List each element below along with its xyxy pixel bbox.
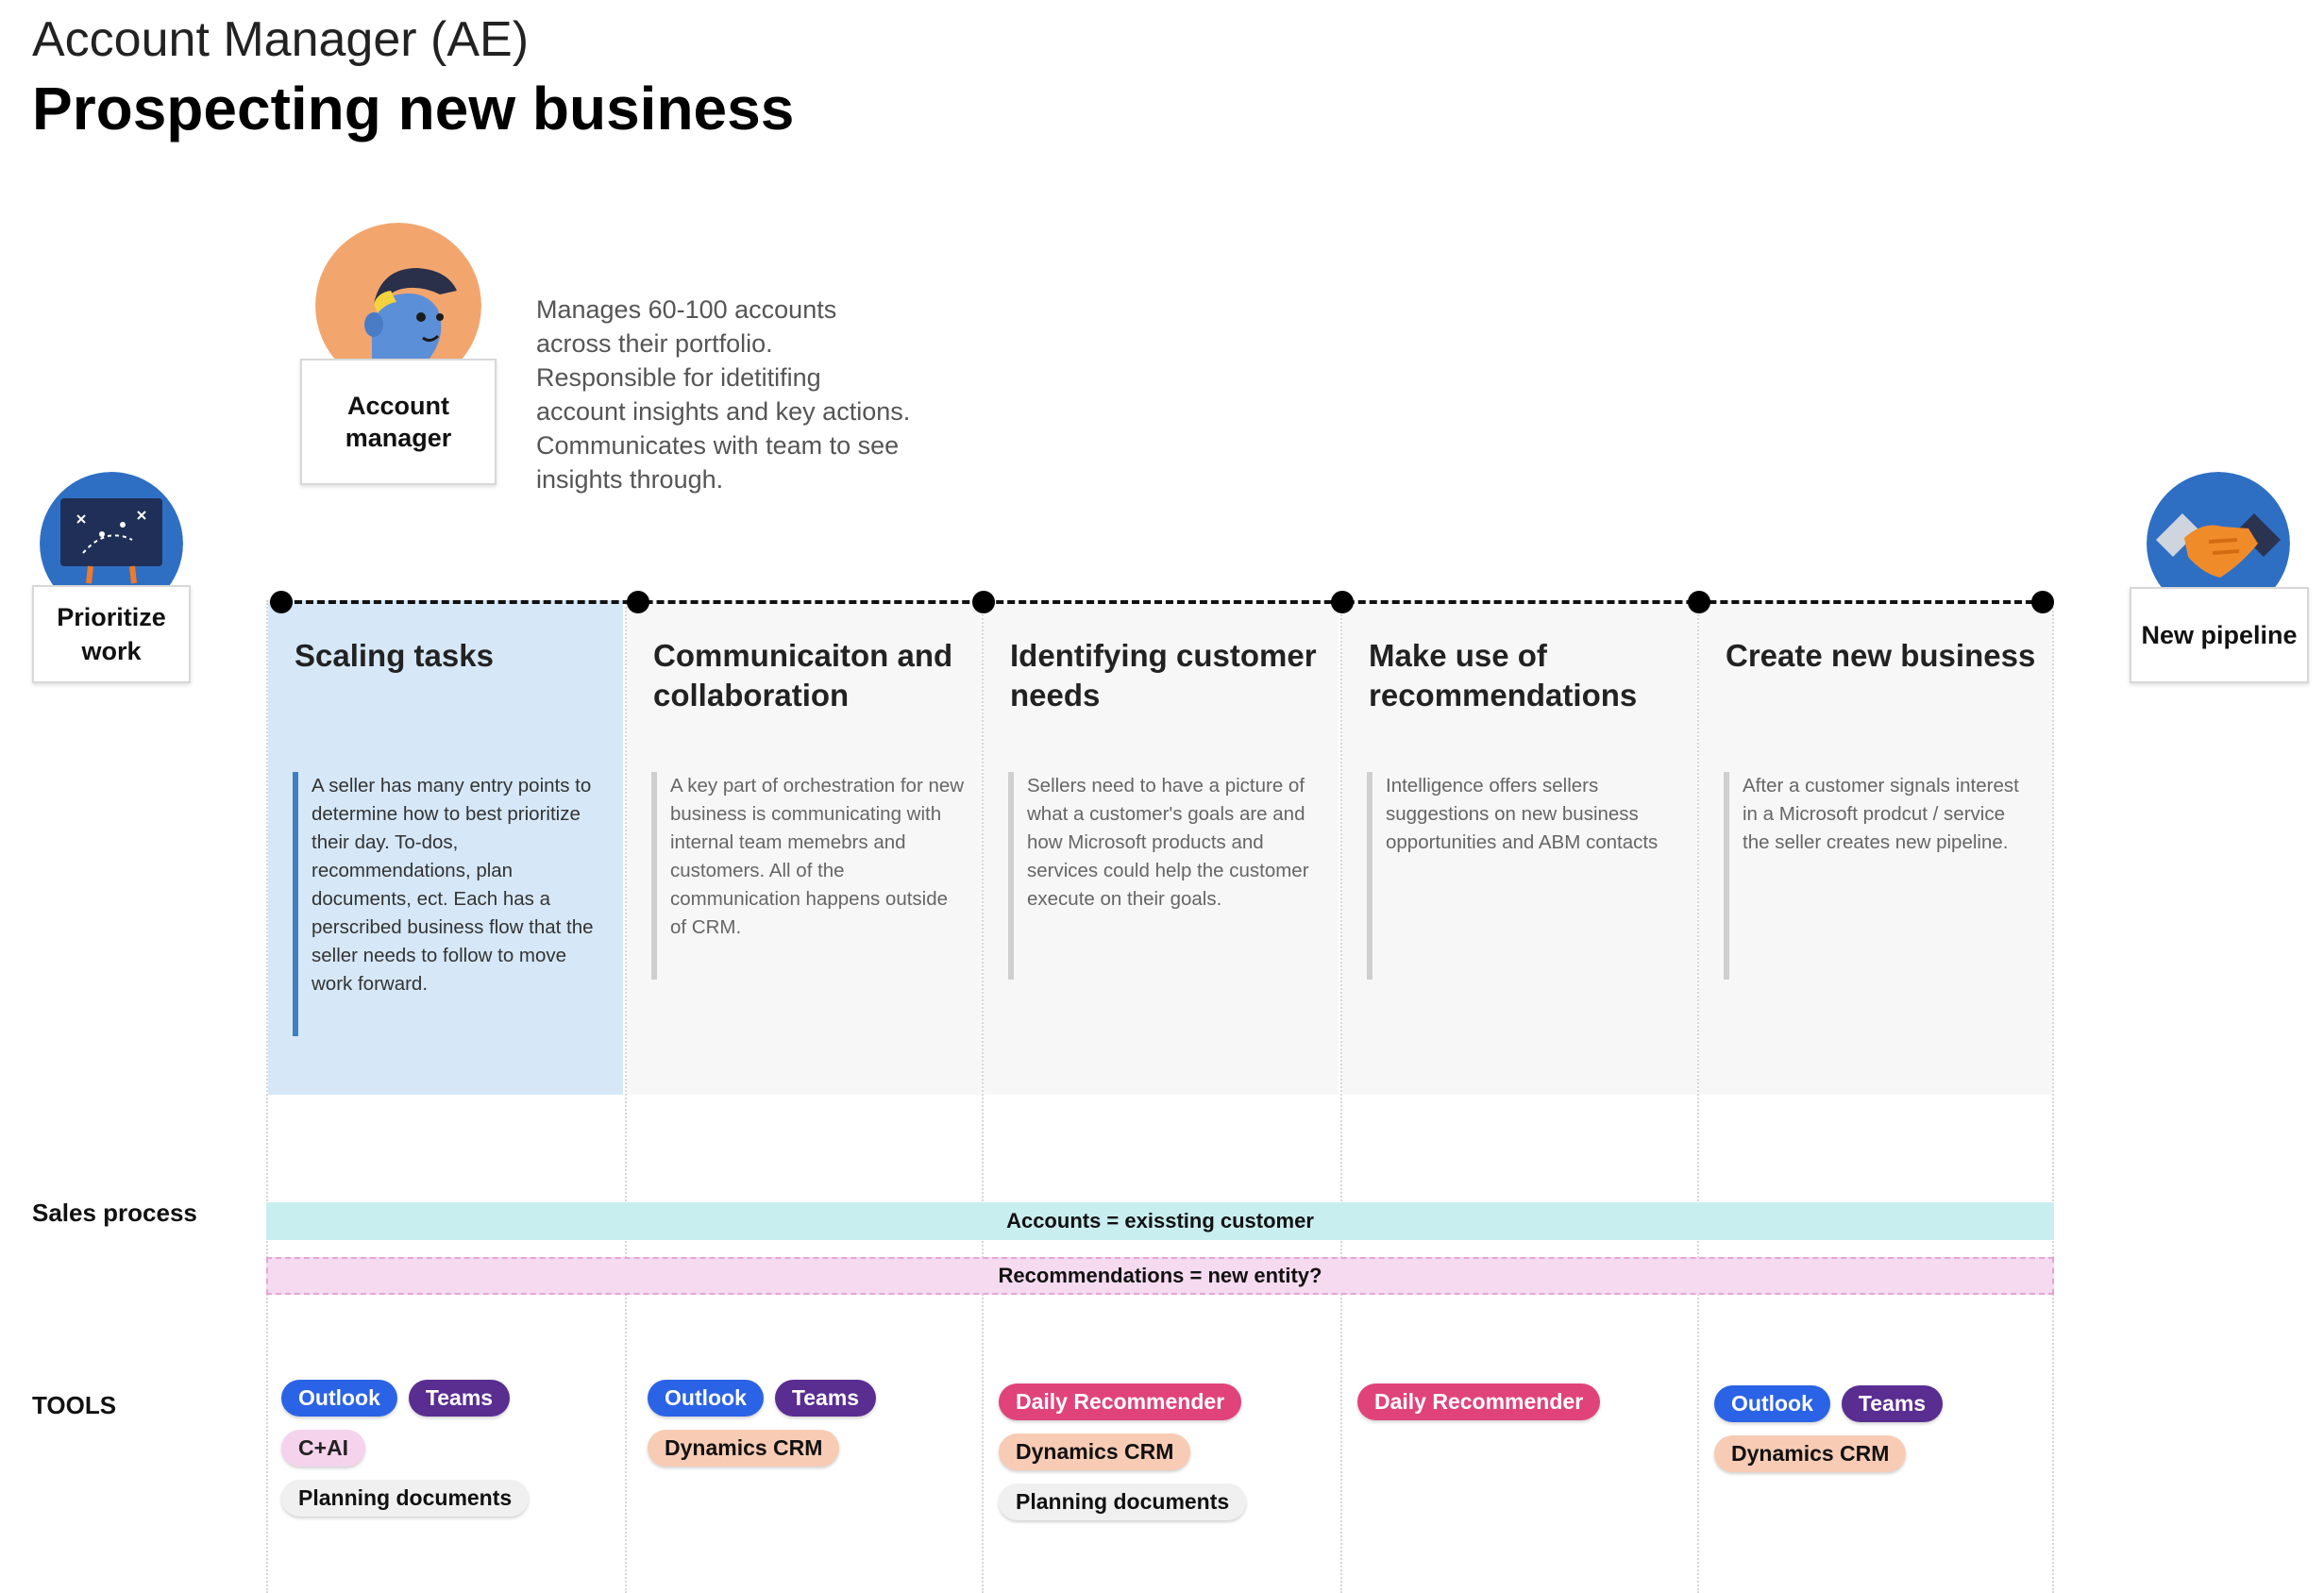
- stage-description: After a customer signals interest in a M…: [1724, 772, 2037, 980]
- header-role: Account Manager (AE): [32, 11, 529, 68]
- timeline-line: [283, 600, 2045, 604]
- outlook-tag[interactable]: Outlook: [648, 1380, 764, 1417]
- timeline-dot: [1688, 591, 1710, 613]
- tools-group: Daily Recommender: [1357, 1383, 1678, 1434]
- dynamics-crm-tag[interactable]: Dynamics CRM: [648, 1430, 839, 1467]
- tool-row: Outlook Teams: [1714, 1385, 2035, 1422]
- teams-tag[interactable]: Teams: [1842, 1385, 1943, 1422]
- stage-title: Scaling tasks: [295, 636, 606, 676]
- stage-column-recommendations: Make use of recommendations Intelligence…: [1340, 600, 1697, 1593]
- persona-description: Manages 60-100 accounts across their por…: [536, 293, 914, 496]
- recommendations-bar: Recommendations = new entity?: [266, 1257, 2054, 1295]
- timeline-dot: [1331, 591, 1354, 613]
- tool-row: Outlook Teams: [281, 1380, 602, 1417]
- tools-group: Outlook Teams Dynamics CRM: [648, 1380, 968, 1480]
- planning-documents-tag[interactable]: Planning documents: [281, 1480, 529, 1517]
- dynamics-crm-tag[interactable]: Dynamics CRM: [999, 1434, 1190, 1470]
- daily-recommender-tag[interactable]: Daily Recommender: [1357, 1383, 1600, 1420]
- tool-row: Dynamics CRM: [648, 1430, 968, 1467]
- start-label: Prioritize work: [50, 600, 173, 668]
- planning-documents-tag[interactable]: Planning documents: [999, 1484, 1246, 1520]
- sales-process-label: Sales process: [32, 1199, 197, 1228]
- tool-row: Planning documents: [999, 1484, 1320, 1520]
- stage-description: A seller has many entry points to determ…: [293, 772, 606, 1036]
- accounts-bar: Accounts = exissting customer: [266, 1202, 2054, 1240]
- cai-tag[interactable]: C+AI: [281, 1430, 365, 1467]
- persona-label: Account manager: [323, 390, 474, 454]
- timeline-dot: [972, 591, 995, 613]
- tools-group: Daily Recommender Dynamics CRM Planning …: [999, 1383, 1320, 1534]
- timeline-dot: [2031, 591, 2054, 613]
- outlook-tag[interactable]: Outlook: [1714, 1385, 1830, 1422]
- start-label-card: Prioritize work: [32, 585, 191, 683]
- end-label: New pipeline: [2141, 621, 2297, 650]
- daily-recommender-tag[interactable]: Daily Recommender: [999, 1383, 1241, 1420]
- outlook-tag[interactable]: Outlook: [281, 1380, 397, 1417]
- teams-tag[interactable]: Teams: [409, 1380, 510, 1417]
- teams-tag[interactable]: Teams: [775, 1380, 876, 1417]
- tools-group: Outlook Teams Dynamics CRM: [1714, 1385, 2035, 1485]
- stage-title: Identifying customer needs: [1010, 636, 1322, 715]
- end-label-card: New pipeline: [2130, 587, 2309, 683]
- tool-row: Daily Recommender: [999, 1383, 1320, 1420]
- stage-description: A key part of orchestration for new busi…: [651, 772, 965, 980]
- stage-description: Intelligence offers sellers suggestions …: [1367, 772, 1680, 980]
- timeline-dot: [627, 591, 649, 613]
- tool-row: Planning documents: [281, 1480, 602, 1517]
- tool-row: Outlook Teams: [648, 1380, 968, 1417]
- stage-title: Create new business: [1726, 636, 2037, 676]
- tool-row: C+AI: [281, 1430, 602, 1467]
- stage-title: Make use of recommendations: [1369, 636, 1680, 715]
- tools-label: TOOLS: [32, 1391, 116, 1420]
- tool-row: Dynamics CRM: [999, 1434, 1320, 1470]
- tool-row: Daily Recommender: [1357, 1383, 1678, 1420]
- dynamics-crm-tag[interactable]: Dynamics CRM: [1714, 1435, 1906, 1472]
- page-title: Prospecting new business: [32, 74, 794, 143]
- timeline-dot: [270, 591, 293, 613]
- stage-title: Communicaiton and collaboration: [653, 636, 965, 715]
- stage-description: Sellers need to have a picture of what a…: [1008, 772, 1322, 980]
- tool-row: Dynamics CRM: [1714, 1435, 2035, 1472]
- persona-label-card: Account manager: [300, 359, 497, 485]
- tools-group: Outlook Teams C+AI Planning documents: [281, 1380, 602, 1530]
